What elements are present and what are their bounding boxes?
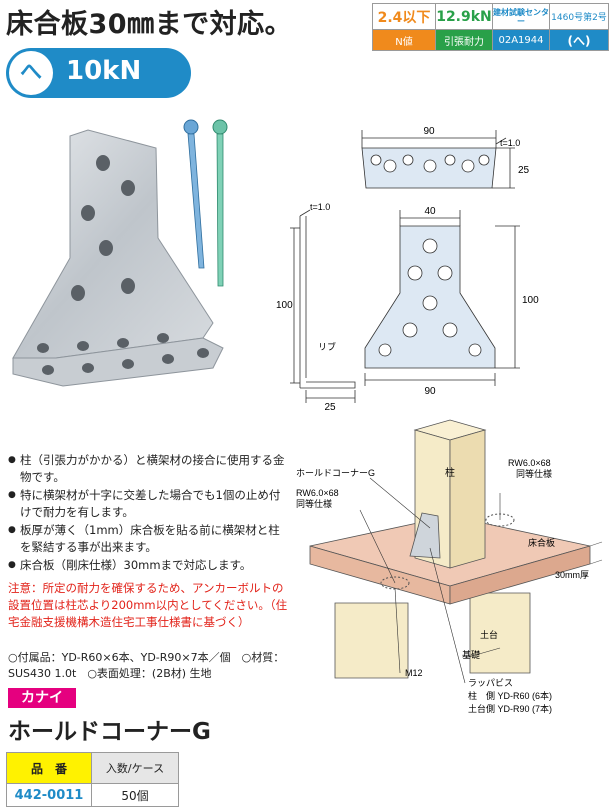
accessories-note: ○付属品：YD-R60×6本、YD-R90×7本／個 ○材質：SUS430 1.… bbox=[8, 651, 285, 680]
strength-badge: へ 10kN bbox=[6, 48, 191, 98]
floor-board-label: 床合板 bbox=[528, 537, 555, 548]
feature-item: 柱（引張力がかかる）と横架材の接合に使用する金物です。 bbox=[8, 452, 286, 486]
plate-base bbox=[12, 337, 224, 387]
table-row: 442-0011 50個 bbox=[6, 783, 179, 807]
certificate-number: 1460号第2号 bbox=[549, 3, 609, 30]
n-value: 2.4以下 bbox=[372, 3, 436, 30]
hole bbox=[117, 338, 129, 348]
front-top-width-label: 40 bbox=[424, 206, 436, 217]
side-thickness-label: t=1.0 bbox=[310, 202, 330, 212]
holdcorner-label: ホールドコーナーG bbox=[296, 468, 375, 478]
top-width-label: 90 bbox=[423, 126, 435, 137]
hole bbox=[122, 359, 134, 369]
test-center-name: 建材試験センター bbox=[492, 3, 550, 30]
headline: 床合板30㎜まで対応。 bbox=[6, 9, 293, 40]
plate-vertical bbox=[12, 129, 214, 359]
hole bbox=[37, 343, 49, 353]
anchor-label: M12 bbox=[405, 668, 423, 678]
front-bottom-width-label: 90 bbox=[424, 386, 436, 397]
hole bbox=[77, 341, 89, 351]
rw-left-2: 同等仕様 bbox=[296, 498, 332, 509]
hole bbox=[81, 205, 95, 221]
product-name: ホールドコーナーG bbox=[8, 719, 211, 745]
hole bbox=[82, 363, 94, 373]
hole bbox=[99, 240, 113, 256]
feature-item: 床合板（剛床仕様）30mmまで対応します。 bbox=[8, 557, 286, 574]
hole bbox=[157, 333, 169, 343]
installation-diagram: 柱 ホールドコーナーG RW6.0×68 同等仕様 RW6.0×68 同等仕様 … bbox=[296, 419, 603, 714]
hole bbox=[96, 155, 110, 171]
top-thickness-label: t=1.0 bbox=[500, 138, 520, 148]
foundation-label: 基礎 bbox=[462, 649, 480, 660]
rw-right-2: 同等仕様 bbox=[516, 468, 552, 479]
sill-label: 土台 bbox=[480, 629, 498, 640]
screw-blue bbox=[183, 119, 205, 269]
thickness-label: 30mm厚 bbox=[555, 570, 589, 580]
screw-green bbox=[212, 119, 228, 287]
feature-item: 板厚が薄く（1mm）床合板を貼る前に横架材と柱を緊結する事が出来ます。 bbox=[8, 522, 286, 556]
hole bbox=[162, 354, 174, 364]
hole bbox=[121, 180, 135, 196]
product-code: 442-0011 bbox=[6, 783, 92, 807]
certificate-mark: (へ) bbox=[549, 29, 609, 51]
badge-mark: へ bbox=[9, 51, 53, 95]
spec-table: 2.4以下 12.9kN 建材試験センター 1460号第2号 N値 引張耐力 0… bbox=[372, 3, 609, 51]
feature-item: 特に横架材が十字に交差した場合でも1個の止め付けで耐力を有します。 bbox=[8, 487, 286, 521]
tensile-strength-value: 12.9kN bbox=[435, 3, 493, 30]
side-height-label: 100 bbox=[276, 300, 293, 311]
maker-badge: カナイ bbox=[8, 688, 76, 708]
n-value-label: N値 bbox=[372, 29, 436, 51]
side-foot-label: 25 bbox=[324, 402, 336, 413]
product-table: 品 番 入数/ケース 442-0011 50個 bbox=[6, 752, 179, 807]
rw-right-1: RW6.0×68 bbox=[508, 458, 551, 468]
rib-label: リブ bbox=[318, 341, 336, 352]
caution-note: 注意：所定の耐力を確保するため、アンカーボルトの設置位置は柱芯より200mm以内… bbox=[8, 581, 288, 629]
hole bbox=[42, 365, 54, 375]
test-number: 02A1944 bbox=[492, 29, 550, 51]
rw-left-1: RW6.0×68 bbox=[296, 488, 339, 498]
hole bbox=[121, 278, 135, 294]
screw-column: 柱 側 YD-R60 (6本) bbox=[468, 690, 552, 701]
column-label: 柱 bbox=[445, 466, 455, 479]
technical-drawings: 90 t=1.0 25 t=1.0 100 リブ 25 40 100 90 bbox=[276, 126, 539, 413]
tensile-strength-label: 引張耐力 bbox=[435, 29, 493, 51]
hole bbox=[71, 285, 85, 301]
hole bbox=[197, 348, 209, 358]
feature-list: 柱（引張力がかかる）と横架材の接合に使用する金物です。 特に横架材が十字に交差し… bbox=[8, 452, 286, 575]
table-header-code: 品 番 bbox=[6, 752, 92, 784]
table-header-qty: 入数/ケース bbox=[91, 752, 179, 784]
badge-strength: 10kN bbox=[66, 56, 142, 86]
top-depth-label: 25 bbox=[518, 165, 530, 176]
product-photo bbox=[12, 119, 228, 387]
product-qty: 50個 bbox=[91, 783, 179, 807]
screw-title: ラッパビス bbox=[468, 678, 513, 688]
front-height-label: 100 bbox=[522, 295, 539, 306]
screw-sill: 土台側 YD-R90 (7本) bbox=[468, 703, 552, 714]
